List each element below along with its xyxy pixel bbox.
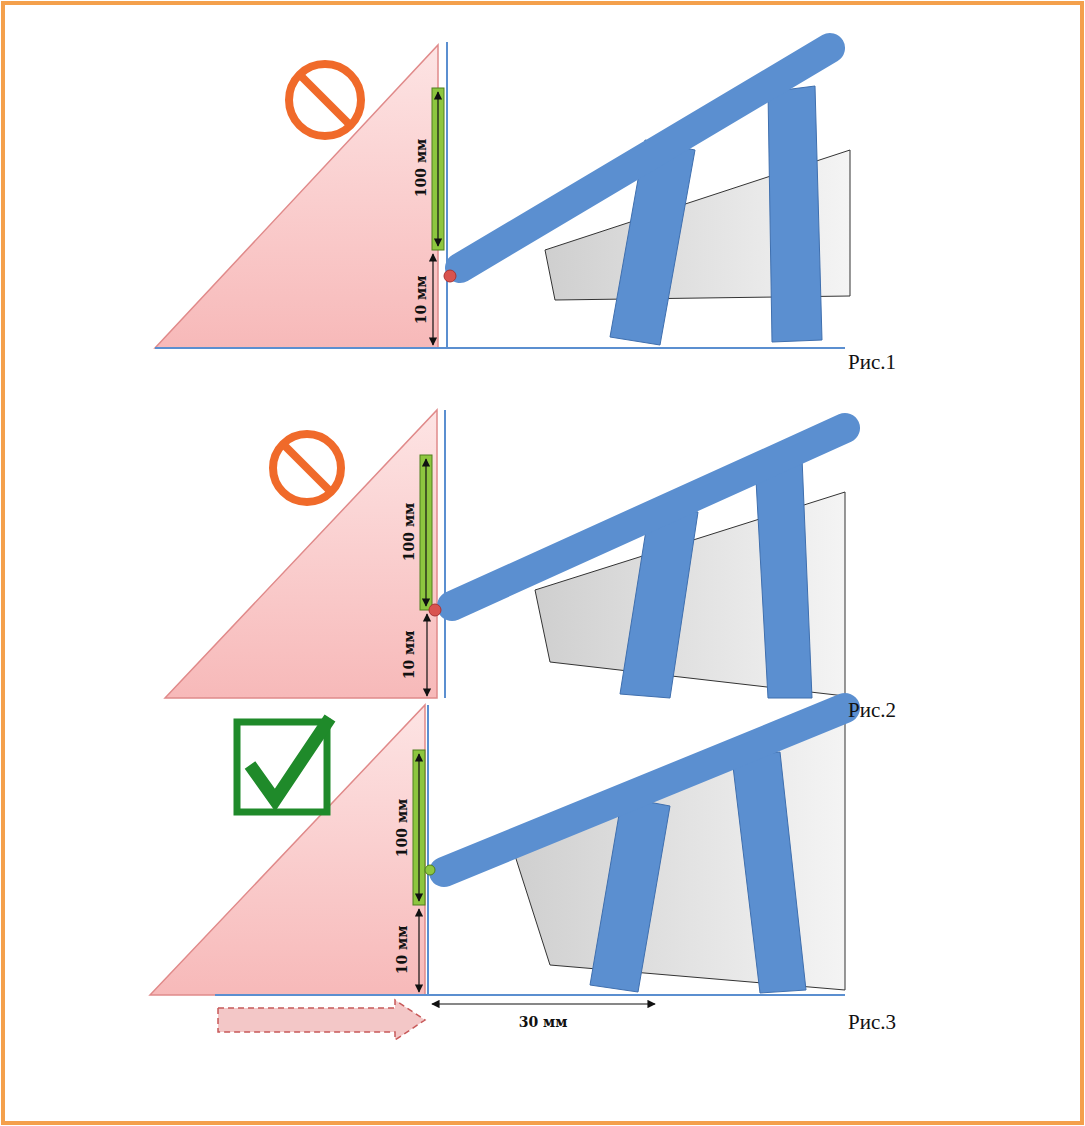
dimension-label: 100 мм xyxy=(402,503,416,561)
dimension-label: 30 мм xyxy=(519,1015,568,1029)
panel-1 xyxy=(155,42,850,348)
dimension-label: 10 мм xyxy=(395,926,409,975)
figure-label: Рис.1 xyxy=(848,352,896,373)
figure-label: Рис.2 xyxy=(848,700,896,721)
dimension-label: 100 мм xyxy=(395,799,409,857)
dimension-label: 100 мм xyxy=(414,139,428,197)
dimension-label: 10 мм xyxy=(402,631,416,680)
panel-3 xyxy=(150,705,845,1040)
dimension-label: 10 мм xyxy=(414,276,428,325)
panel-2 xyxy=(165,410,845,698)
figure-label: Рис.3 xyxy=(848,1012,896,1033)
